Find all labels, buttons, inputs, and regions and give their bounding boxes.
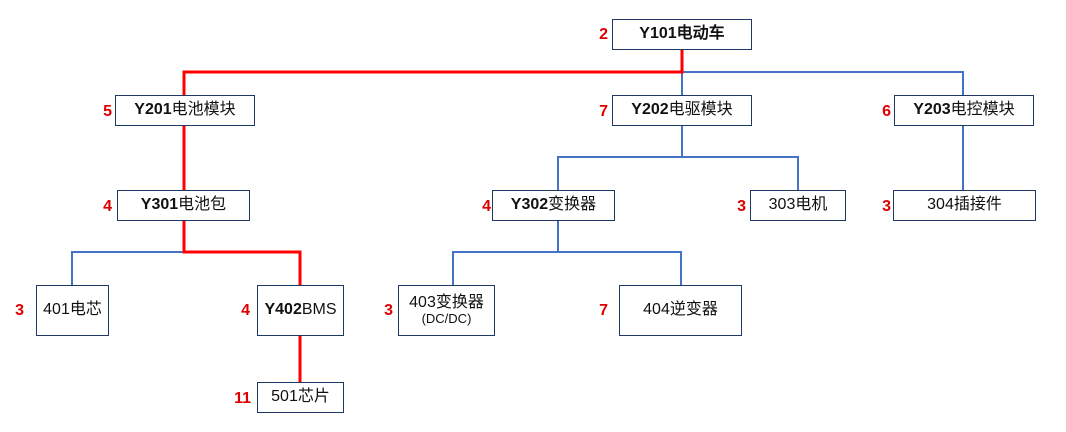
node-y202-name: 电驱模块 — [668, 101, 733, 119]
node-y402[interactable]: Y402BMS — [257, 285, 344, 336]
node-303[interactable]: 303电机 — [750, 190, 846, 221]
node-303-score: 3 — [737, 198, 746, 215]
node-501-name: 501芯片 — [271, 388, 330, 406]
node-304-score: 3 — [882, 198, 891, 215]
node-403[interactable]: 403变换器 (DC/DC) — [398, 285, 495, 336]
node-y201-code: Y201 — [134, 101, 172, 119]
node-304[interactable]: 304插接件 — [893, 190, 1036, 221]
node-y101-code: Y101 — [639, 25, 677, 43]
node-y203-name: 电控模块 — [950, 101, 1015, 119]
node-401-score: 3 — [15, 302, 24, 319]
node-403-name: 403变换器 — [409, 293, 484, 311]
node-y201-name: 电池模块 — [171, 101, 236, 119]
node-y203-code: Y203 — [913, 101, 951, 119]
node-y202-score: 7 — [599, 103, 608, 120]
node-403-sub: (DC/DC) — [421, 311, 472, 327]
node-404-score: 7 — [599, 302, 608, 319]
node-401[interactable]: 401电芯 — [36, 285, 109, 336]
node-y202-code: Y202 — [631, 101, 669, 119]
node-y203-score: 6 — [882, 103, 891, 120]
node-y203[interactable]: Y203电控模块 — [894, 95, 1034, 126]
node-y302-code: Y302 — [510, 196, 549, 214]
node-y201[interactable]: Y201电池模块 — [115, 95, 255, 126]
node-y202[interactable]: Y202电驱模块 — [612, 95, 752, 126]
node-y301-score: 4 — [103, 198, 112, 215]
node-404[interactable]: 404逆变器 — [619, 285, 742, 336]
node-y302-name: 变换器 — [548, 196, 597, 214]
node-501-score: 11 — [234, 390, 251, 407]
node-y302[interactable]: Y302变换器 — [492, 190, 615, 221]
node-403-score: 3 — [384, 302, 393, 319]
node-y101-name: 电动车 — [676, 25, 725, 43]
node-y402-name: BMS — [301, 301, 337, 319]
node-303-name: 303电机 — [768, 196, 828, 214]
node-401-name: 401电芯 — [43, 301, 102, 319]
node-404-name: 404逆变器 — [643, 301, 718, 319]
node-y301-code: Y301 — [140, 196, 179, 214]
critical-path — [182, 49, 684, 382]
node-y301-name: 电池包 — [178, 196, 227, 214]
node-304-name: 304插接件 — [927, 196, 1002, 214]
node-y301[interactable]: Y301电池包 — [117, 190, 250, 221]
node-y201-score: 5 — [103, 103, 112, 120]
node-y302-score: 4 — [482, 198, 491, 215]
node-y101-score: 2 — [599, 26, 608, 43]
node-y402-code: Y402 — [264, 301, 302, 319]
node-y402-score: 4 — [241, 302, 250, 319]
node-y101[interactable]: Y101电动车 — [612, 19, 752, 50]
tree-connectors — [71, 49, 964, 285]
node-501[interactable]: 501芯片 — [257, 382, 344, 413]
